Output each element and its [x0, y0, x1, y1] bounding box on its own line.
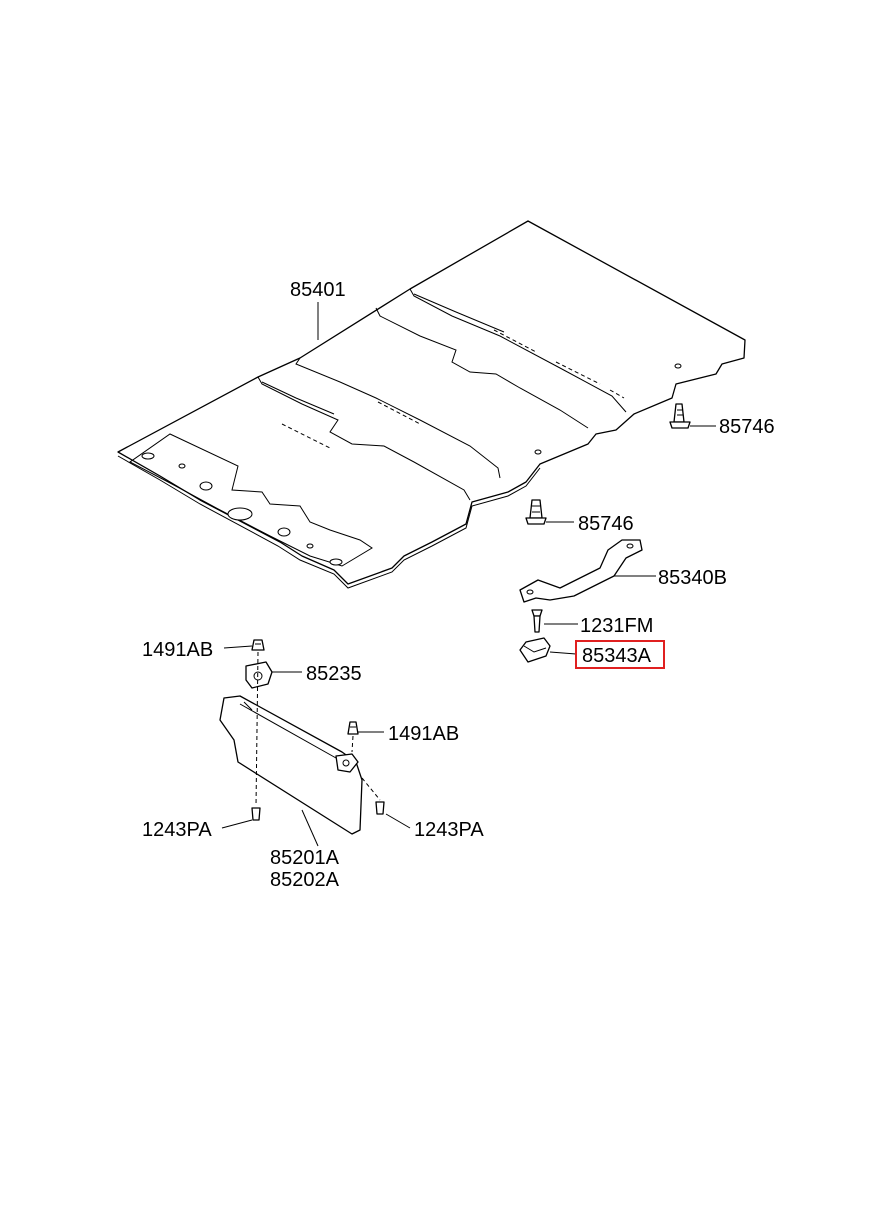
sun-visor[interactable]: [219, 695, 363, 835]
alignment-line-left: [255, 651, 259, 807]
clip-85746-upper[interactable]: [669, 403, 691, 429]
label-85746-upper[interactable]: 85746: [719, 416, 775, 438]
clip-85746-middle[interactable]: [525, 499, 547, 525]
highlight-box: [575, 640, 665, 669]
label-85235[interactable]: 85235: [306, 663, 362, 685]
label-85343a[interactable]: 85343A: [582, 645, 652, 667]
alignment-line-screw: [361, 777, 381, 801]
clip-1491ab-right[interactable]: [347, 721, 359, 735]
screw-1231fm[interactable]: [531, 609, 543, 633]
visor-bracket-85235[interactable]: [245, 661, 273, 689]
label-1243pa-left[interactable]: 1243PA: [142, 819, 212, 841]
label-85201a[interactable]: 85201A: [270, 847, 340, 869]
screw-1243pa-right[interactable]: [375, 801, 385, 815]
label-1243pa-right[interactable]: 1243PA: [414, 819, 484, 841]
label-85746-middle[interactable]: 85746: [578, 513, 634, 535]
label-1231fm[interactable]: 1231FM: [580, 615, 653, 637]
label-1491ab-left[interactable]: 1491AB: [142, 639, 213, 661]
headliner-part[interactable]: [117, 220, 746, 589]
label-1491ab-right[interactable]: 1491AB: [388, 723, 459, 745]
label-85401[interactable]: 85401: [290, 279, 346, 301]
alignment-line-right: [351, 735, 354, 753]
label-85202a[interactable]: 85202A: [270, 869, 340, 891]
label-85340b[interactable]: 85340B: [658, 567, 727, 589]
clip-1491ab-left[interactable]: [251, 639, 265, 651]
bracket-85340b[interactable]: [519, 539, 643, 603]
screw-1243pa-left[interactable]: [251, 807, 261, 821]
leader-lines: [221, 302, 716, 847]
clip-85343a[interactable]: [519, 637, 551, 663]
